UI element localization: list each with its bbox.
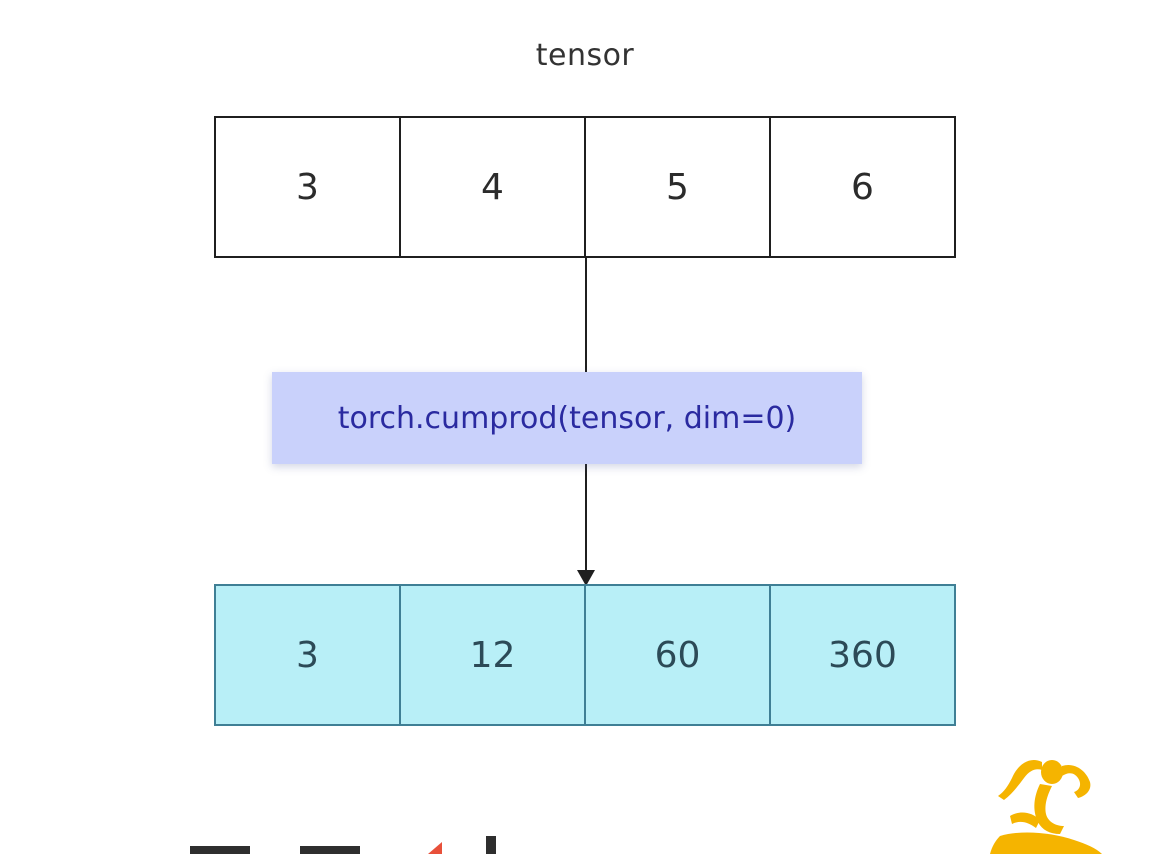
dancing-figure-icon bbox=[990, 759, 1102, 854]
output-tensor-row: 3 12 60 360 bbox=[214, 584, 956, 726]
input-cell-1: 4 bbox=[401, 118, 586, 256]
logo-letter-fragment bbox=[300, 846, 360, 854]
connector-line-bottom bbox=[585, 464, 587, 572]
input-cell-3: 6 bbox=[851, 166, 874, 208]
input-tensor-row: 3 4 5 6 bbox=[214, 116, 956, 258]
output-cell-0: 3 bbox=[216, 586, 401, 724]
output-cell-1: 12 bbox=[401, 586, 586, 724]
logo-flame-icon bbox=[428, 842, 442, 854]
logo-letter-fragment bbox=[486, 836, 496, 854]
arrow-head-icon bbox=[577, 570, 595, 586]
input-cell-0: 3 bbox=[216, 118, 401, 256]
output-cell-3: 360 bbox=[828, 634, 897, 676]
input-cell-2: 5 bbox=[586, 118, 771, 256]
tensor-label: tensor bbox=[535, 38, 635, 73]
output-cell-2: 60 bbox=[586, 586, 771, 724]
connector-line-top bbox=[585, 258, 587, 372]
logo-letter-fragment bbox=[190, 846, 250, 854]
operation-box: torch.cumprod(tensor, dim=0) bbox=[272, 372, 862, 464]
